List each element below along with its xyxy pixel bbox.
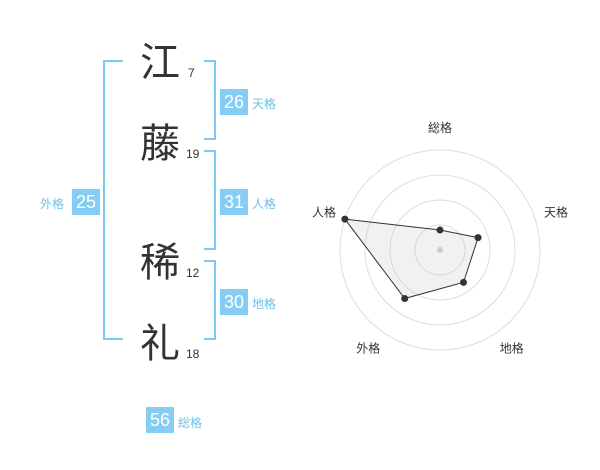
radar-ring — [414, 224, 466, 276]
radar-axis-label-5: 人格 — [312, 204, 336, 219]
tenkaku-bracket — [204, 60, 216, 140]
stroke-count-2: 19 — [186, 147, 200, 161]
radar-axis-label-4: 外格 — [356, 341, 380, 356]
stroke-count-3: 12 — [186, 266, 200, 280]
soukaku-label: 総格 — [178, 416, 203, 430]
radar-axis-label-1: 総格 — [428, 120, 452, 135]
radar-ring — [364, 174, 516, 326]
stroke-count-1: 7 — [188, 66, 195, 80]
gaikaku-value: 25 — [72, 189, 100, 215]
jinkaku-value: 31 — [220, 189, 248, 215]
gaikaku-bracket — [103, 60, 123, 340]
radar-point-1 — [436, 226, 444, 234]
radar-ring — [389, 199, 491, 301]
name-char-1: 江 — [140, 40, 180, 86]
tenkaku-value: 26 — [220, 89, 248, 115]
chikaku-value: 30 — [220, 289, 248, 315]
radar-axis-label-2: 天格 — [544, 204, 568, 219]
radar-center-dot — [437, 247, 443, 253]
radar-point-3 — [460, 278, 468, 286]
chikaku-label: 地格 — [252, 297, 277, 311]
jinkaku-bracket — [204, 150, 216, 250]
tenkaku-label: 天格 — [252, 97, 277, 111]
radar-point-4 — [401, 295, 409, 303]
name-char-2: 藤 — [140, 121, 180, 167]
name-char-3: 稀 — [140, 240, 180, 286]
radar-ring — [339, 149, 541, 351]
radar-axis-label-3: 地格 — [500, 341, 524, 356]
radar-point-2 — [474, 234, 482, 242]
soukaku-value: 56 — [146, 407, 174, 433]
jinkaku-label: 人格 — [252, 197, 277, 211]
name-char-4: 礼 — [140, 321, 180, 367]
gaikaku-label: 外格 — [40, 197, 65, 211]
stroke-count-4: 18 — [186, 347, 200, 361]
radar-series-area — [343, 218, 479, 300]
chikaku-bracket — [204, 260, 216, 340]
radar-point-5 — [341, 215, 349, 223]
